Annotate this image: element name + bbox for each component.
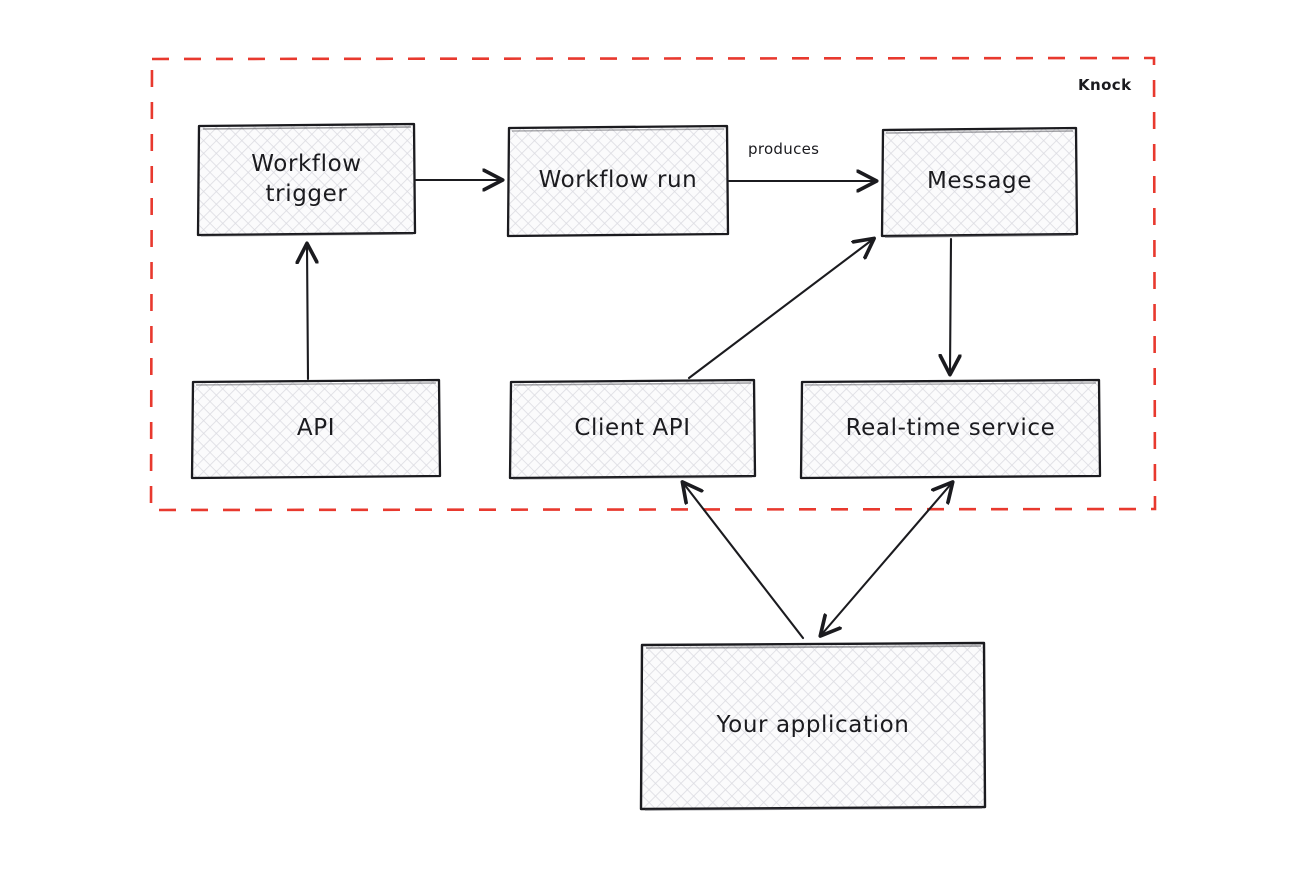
- edge-label-produces: produces: [748, 140, 820, 158]
- node-message[interactable]: [880, 126, 1079, 238]
- edge-app-to-client-api: [684, 484, 805, 640]
- boundary-label-knock: Knock: [1078, 76, 1132, 94]
- node-api[interactable]: [190, 378, 442, 480]
- node-real-time-service[interactable]: [799, 378, 1102, 480]
- node-workflow-run[interactable]: [506, 124, 730, 238]
- node-workflow-trigger[interactable]: [196, 122, 417, 237]
- edge-api-to-trigger: [307, 246, 308, 381]
- edge-app-realtime: [822, 484, 951, 634]
- edge-client-api-to-message: [687, 240, 872, 380]
- edge-message-to-realtime: [950, 237, 951, 372]
- node-client-api[interactable]: [508, 378, 757, 480]
- node-your-application[interactable]: [639, 641, 987, 811]
- knock-boundary: [149, 56, 1157, 512]
